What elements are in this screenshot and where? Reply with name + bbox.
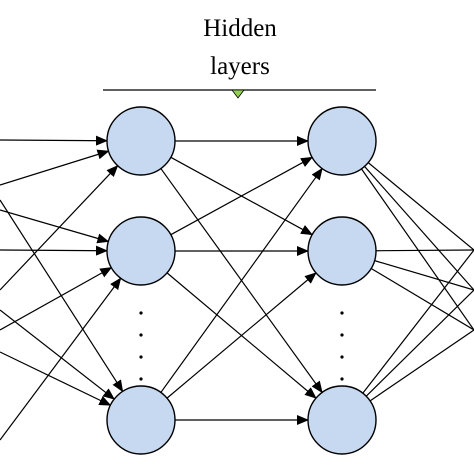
ellipsis-dot-col0-0: [139, 311, 143, 315]
edge-hidden1-2-to-hidden2-1: [166, 272, 317, 399]
ellipsis-dot-col0-2: [139, 355, 143, 359]
ellipsis-dot-col0-3: [139, 377, 143, 381]
edges-group: [0, 135, 474, 441]
edge-input-to-hidden1-3: [0, 149, 110, 186]
edge-input-to-hidden1-0: [0, 135, 109, 146]
ellipsis-dot-col0-1: [139, 333, 143, 337]
ellipsis-dot-col1-0: [340, 311, 344, 315]
edge-input-to-hidden1-7: [0, 199, 124, 393]
edge-input-to-hidden1-6: [0, 267, 113, 331]
edge-hidden1-1-to-hidden2-0: [170, 156, 314, 236]
edge-input-to-hidden1-8: [0, 309, 115, 400]
hidden1-node-1: [106, 216, 176, 286]
hidden1-node-0: [106, 106, 176, 176]
hidden-layers-title-line-2: layers: [210, 53, 270, 80]
edge-hidden2-0-to-output-2: [360, 168, 474, 331]
edge-hidden2-2-to-output-0: [362, 249, 474, 394]
ellipsis-dot-col1-2: [340, 355, 344, 359]
edge-hidden2-2-to-output-1: [365, 289, 474, 397]
nodes-group: [106, 106, 377, 455]
edge-hidden2-0-to-output-1: [364, 166, 474, 291]
edge-input-to-hidden1-4: [0, 209, 110, 244]
hidden2-node-2: [307, 385, 377, 455]
edge-input-to-hidden1-2: [0, 351, 112, 406]
edge-input-to-hidden1-5: [0, 164, 119, 291]
hidden2-node-1: [307, 216, 377, 286]
edge-input-to-hidden1-9: [0, 277, 122, 441]
edge-input-to-hidden1-1: [0, 245, 109, 256]
edge-hidden2-2-to-output-2: [369, 329, 474, 402]
ellipsis-group: [139, 311, 344, 381]
hidden-layers-title-line-1: Hidden: [203, 15, 277, 42]
edge-hidden1-2-to-hidden2-0: [160, 167, 323, 393]
bracket-marker-triangle: [231, 89, 245, 99]
ellipsis-dot-col1-1: [340, 333, 344, 337]
hidden2-node-0: [307, 106, 377, 176]
hidden1-node-2: [106, 385, 176, 455]
ellipsis-dot-col1-3: [340, 377, 344, 381]
edge-hidden2-0-to-output-0: [367, 162, 474, 251]
edge-hidden2-1-to-output-0: [375, 249, 474, 252]
edge-hidden2-1-to-output-2: [370, 267, 474, 331]
edge-hidden2-1-to-output-1: [374, 260, 474, 291]
